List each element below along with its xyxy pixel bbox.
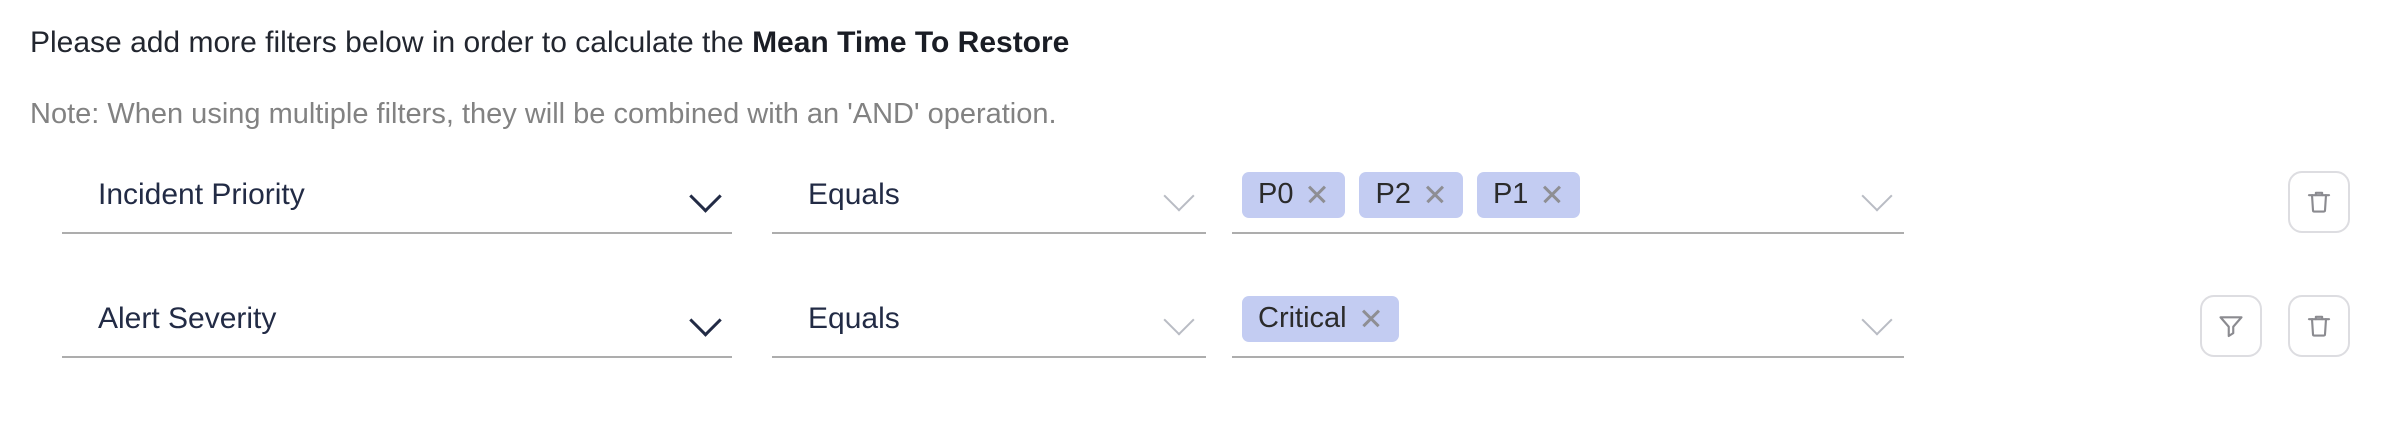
attribute-select[interactable]: Incident Priority [62,158,732,234]
funnel-icon [2219,316,2243,338]
tag-label: P1 [1492,178,1529,210]
tag-chip[interactable]: P2 [1359,172,1463,218]
attribute-select[interactable]: Alert Severity [62,282,732,358]
tag-label: P2 [1375,178,1411,210]
headline-metric-name: Mean Time To Restore [752,26,1070,59]
value-multiselect[interactable]: P0 P2 P1 [1232,158,1904,234]
chevron-down-icon[interactable] [1856,173,1900,217]
operator-select[interactable]: Equals [772,282,1206,358]
chevron-down-icon[interactable] [684,297,728,341]
tag-chip[interactable]: Critical [1242,296,1399,342]
chevron-down-icon[interactable] [1856,297,1900,341]
tag-chip[interactable]: P1 [1476,172,1581,218]
filter-note: Note: When using multiple filters, they … [30,98,1057,130]
tag-label: P0 [1258,178,1294,210]
filter-row: Incident Priority Equals P0 P2 [0,158,2408,282]
close-icon[interactable] [1423,182,1447,206]
close-icon[interactable] [1540,182,1564,206]
delete-filter-button[interactable] [2288,171,2350,233]
tag-label: Critical [1258,302,1347,334]
selected-tag-list: P0 P2 P1 [1242,172,1846,218]
page-title: Please add more filters below in order t… [30,24,1069,62]
trash-icon [2307,191,2331,213]
add-subfilter-button[interactable] [2200,295,2262,357]
attribute-select-value: Incident Priority [98,178,305,211]
attribute-select-value: Alert Severity [98,302,277,335]
filter-row-list: Incident Priority Equals P0 P2 [0,158,2408,406]
selected-tag-list: Critical [1242,296,1846,342]
operator-select-value: Equals [808,302,900,335]
chevron-down-icon[interactable] [1158,173,1202,217]
close-icon[interactable] [1305,182,1329,206]
operator-select[interactable]: Equals [772,158,1206,234]
headline-prefix: Please add more filters below in order t… [30,26,753,59]
value-multiselect[interactable]: Critical [1232,282,1904,358]
close-icon[interactable] [1359,306,1383,330]
delete-filter-button[interactable] [2288,295,2350,357]
operator-select-value: Equals [808,178,900,211]
chevron-down-icon[interactable] [684,173,728,217]
row-actions [2288,164,2350,240]
row-actions [2200,288,2350,364]
trash-icon [2307,315,2331,337]
filter-row: Alert Severity Equals Critical [0,282,2408,406]
tag-chip[interactable]: P0 [1242,172,1346,218]
chevron-down-icon[interactable] [1158,297,1202,341]
